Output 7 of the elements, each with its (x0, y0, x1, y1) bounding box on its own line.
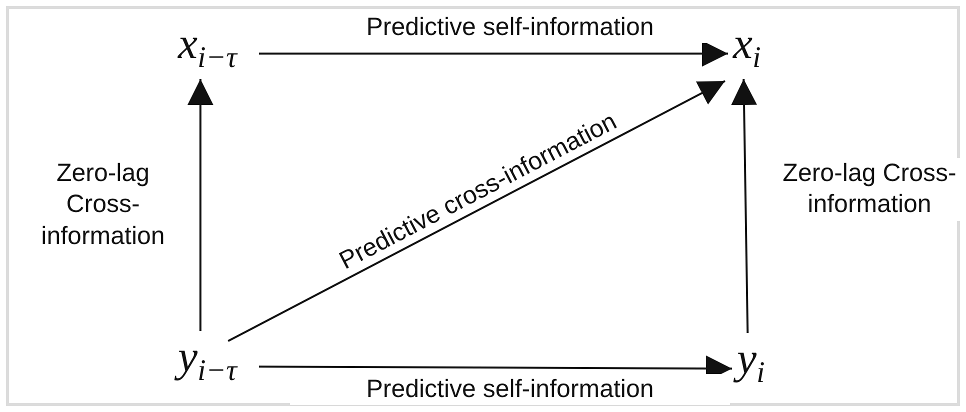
arrow (731, 78, 758, 334)
arrow (259, 40, 728, 67)
math-variable: x$_{i−τ}$ (178, 22, 237, 73)
edge-label: Predictive self-information (290, 374, 730, 406)
math-variable: x$_{i}$ (733, 22, 761, 73)
arrow (228, 80, 726, 342)
arrow (187, 79, 214, 331)
